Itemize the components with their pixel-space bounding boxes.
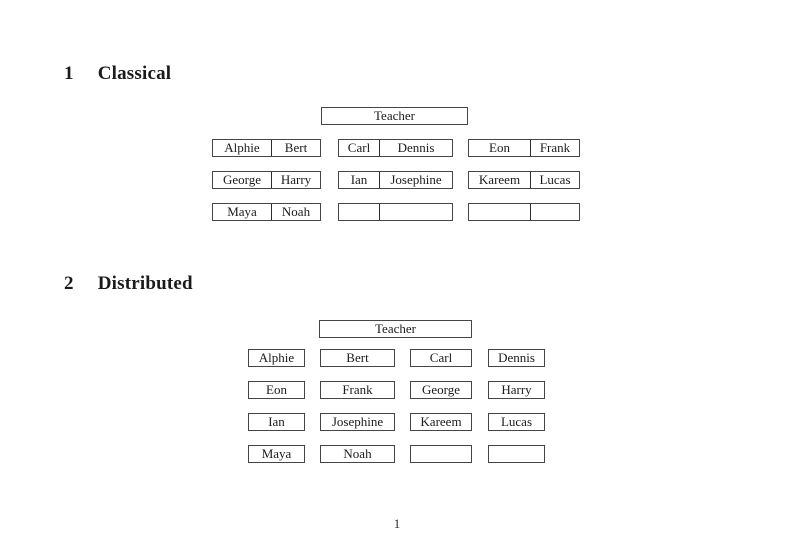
seat-right: Lucas [539, 172, 571, 187]
seat-right [380, 204, 452, 220]
desk-classical-row1-col1: Alphie Bert [212, 139, 321, 157]
seat-right [531, 204, 579, 220]
section-heading-classical: 1 Classical [64, 63, 171, 85]
section-title: Classical [97, 63, 172, 84]
section-title: Distributed [97, 273, 193, 294]
seat-left: Kareem [469, 172, 531, 188]
seat-distributed-row3-col4: Lucas [488, 413, 545, 431]
teacher-box-classical: Teacher [321, 107, 468, 125]
section-heading-distributed: 2 Distributed [64, 273, 193, 295]
seat-left [469, 204, 531, 220]
seat-left [339, 204, 380, 220]
desk-classical-row1-col2: Carl Dennis [338, 139, 453, 157]
teacher-label: Teacher [374, 108, 415, 123]
desk-classical-row2-col3: Kareem Lucas [468, 171, 580, 189]
seat-left: George [213, 172, 272, 188]
seat-distributed-row2-col3: George [410, 381, 472, 399]
seat-right: Frank [539, 140, 571, 155]
desk-classical-row2-col1: George Harry [212, 171, 321, 189]
seat-distributed-row3-col2: Josephine [320, 413, 395, 431]
seat-distributed-row4-col3 [410, 445, 472, 463]
seat-left: Ian [339, 172, 380, 188]
seat-left: Maya [213, 204, 272, 220]
section-number: 1 [64, 63, 74, 84]
desk-classical-row3-col1: Maya Noah [212, 203, 321, 221]
seat-distributed-row1-col4: Dennis [488, 349, 545, 367]
seat-distributed-row2-col1: Eon [248, 381, 305, 399]
seat-right: Dennis [397, 140, 435, 155]
seat-left: Eon [469, 140, 531, 156]
teacher-label: Teacher [375, 321, 416, 336]
section-number: 2 [64, 273, 74, 294]
desk-classical-row3-col3 [468, 203, 580, 221]
seat-distributed-row2-col4: Harry [488, 381, 545, 399]
seat-left: Alphie [213, 140, 272, 156]
seat-distributed-row3-col3: Kareem [410, 413, 472, 431]
seat-right: Bert [284, 140, 308, 155]
desk-classical-row3-col2 [338, 203, 453, 221]
desk-classical-row1-col3: Eon Frank [468, 139, 580, 157]
seat-distributed-row1-col2: Bert [320, 349, 395, 367]
seat-distributed-row2-col2: Frank [320, 381, 395, 399]
seat-left: Carl [339, 140, 380, 156]
teacher-box-distributed: Teacher [319, 320, 472, 338]
seat-right: Josephine [390, 172, 442, 187]
seat-distributed-row1-col3: Carl [410, 349, 472, 367]
seat-distributed-row3-col1: Ian [248, 413, 305, 431]
desk-classical-row2-col2: Ian Josephine [338, 171, 453, 189]
seat-distributed-row1-col1: Alphie [248, 349, 305, 367]
seat-right: Noah [281, 204, 311, 219]
page-number: 1 [393, 516, 401, 531]
seat-distributed-row4-col4 [488, 445, 545, 463]
seat-distributed-row4-col2: Noah [320, 445, 395, 463]
seat-right: Harry [280, 172, 312, 187]
seat-distributed-row4-col1: Maya [248, 445, 305, 463]
